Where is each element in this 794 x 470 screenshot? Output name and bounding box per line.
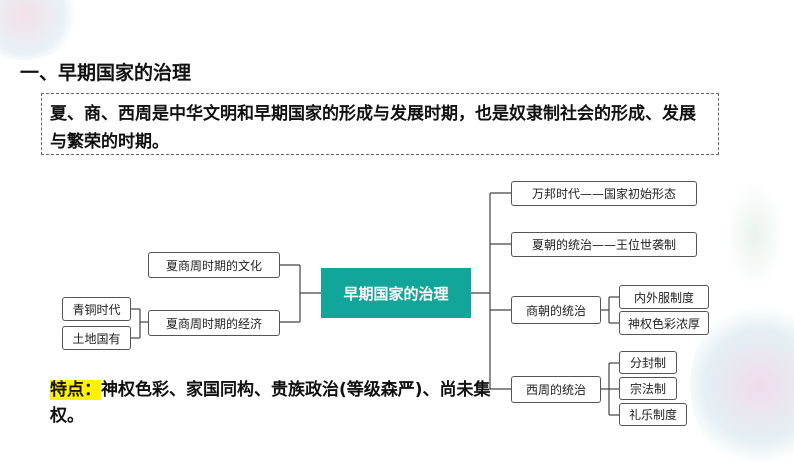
feature-text: 神权色彩、家国同构、贵族政治(等级森严)、尚未集权。 [50,380,491,426]
node-culture: 夏商周时期的文化 [148,252,280,278]
node-theocracy: 神权色彩浓厚 [619,311,709,335]
node-zongfa: 宗法制 [619,377,677,400]
node-neiwaifu-system: 内外服制度 [619,285,709,309]
node-western-zhou-rule: 西周的统治 [511,376,601,403]
node-liyue: 礼乐制度 [619,403,687,426]
leaf-decoration-right [725,180,785,290]
mindmap-connectors [131,192,619,416]
feature-summary: 特点：神权色彩、家国同构、贵族政治(等级森严)、尚未集权。 [50,377,500,429]
node-fengjian: 分封制 [619,351,677,374]
section-title: 一、早期国家的治理 [20,62,192,84]
node-economy: 夏商周时期的经济 [148,310,280,336]
node-xia-rule: 夏朝的统治——王位世袭制 [511,232,697,257]
node-wanbang-era: 万邦时代——国家初始形态 [511,181,697,206]
mindmap-center-node: 早期国家的治理 [321,268,471,318]
intro-text: 夏、商、西周是中华文明和早期国家的形成与发展时期，也是奴隶制社会的形成、发展与繁… [50,104,696,152]
node-shang-rule: 商朝的统治 [511,296,601,324]
intro-box: 夏、商、西周是中华文明和早期国家的形成与发展时期，也是奴隶制社会的形成、发展与繁… [41,93,719,155]
node-bronze-age: 青铜时代 [62,297,131,321]
feature-label: 特点： [50,380,101,400]
node-state-land: 土地国有 [62,326,131,350]
